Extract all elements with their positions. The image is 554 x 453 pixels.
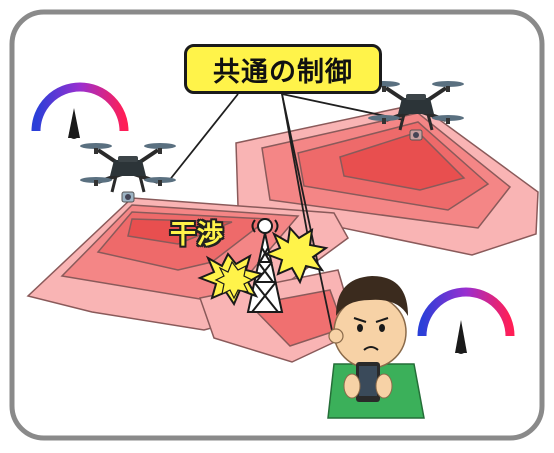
collision-burst-icon	[263, 225, 329, 285]
drone-icon	[368, 81, 464, 141]
collision-burst-icon	[214, 260, 254, 300]
common-control-label: 共通の制御	[184, 44, 382, 94]
interference-label: 干渉	[170, 220, 225, 250]
drone-icon	[80, 143, 176, 203]
person-with-phone-icon	[327, 276, 425, 419]
speed-gauge-icon	[417, 287, 515, 354]
speed-gauge-icon	[31, 82, 129, 139]
